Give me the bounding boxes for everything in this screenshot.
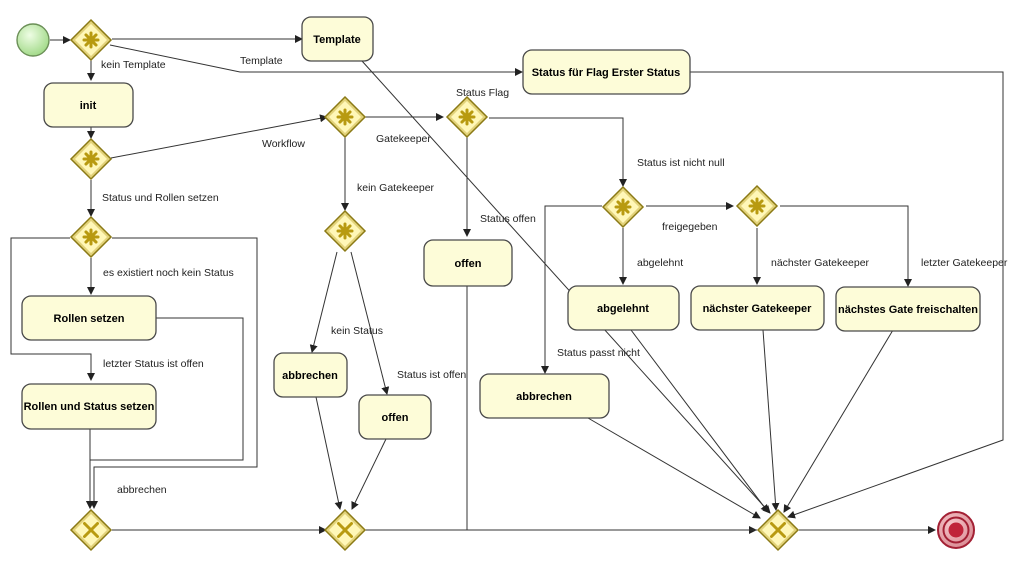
edge [466, 286, 757, 531]
label-status-flag: Status Flag [456, 87, 509, 99]
task-label: Rollen setzen [54, 313, 125, 325]
label-naechster-gatekeeper: nächster Gatekeeper [771, 257, 870, 269]
task-init[interactable]: init [43, 82, 134, 128]
edge [109, 44, 523, 76]
edge [309, 251, 338, 353]
complex-gateway[interactable] [323, 209, 367, 253]
label-gatekeeper: Gatekeeper [376, 133, 431, 145]
task-label: abgelehnt [597, 303, 649, 315]
label-es-existiert: es existiert noch kein Status [103, 267, 234, 279]
task-status-flag-erster-status[interactable]: Status für Flag Erster Status [522, 49, 691, 95]
label-status-offen: Status offen [480, 213, 536, 225]
task-label: abbrechen [282, 370, 338, 382]
label-status-rollen-setzen: Status und Rollen setzen [102, 192, 219, 204]
end-event[interactable] [937, 511, 975, 549]
task-rollen-setzen[interactable]: Rollen setzen [21, 295, 157, 341]
edge [541, 205, 602, 374]
label-status-ist-offen: Status ist offen [397, 369, 466, 381]
task-offen-mid[interactable]: offen [358, 394, 432, 440]
label-letzter-gatekeeper: letzter Gatekeeper [921, 257, 1008, 269]
task-label: offen [382, 412, 409, 424]
edges [10, 35, 1004, 534]
exclusive-gateway[interactable] [69, 508, 113, 552]
edge [110, 114, 328, 159]
label-kein-template: kein Template [101, 59, 166, 71]
label-workflow: Workflow [262, 138, 305, 150]
edge [762, 329, 780, 511]
task-abbrechen-right[interactable]: abbrechen [479, 373, 610, 419]
task-label: nächster Gatekeeper [703, 303, 813, 315]
exclusive-gateway[interactable] [756, 508, 800, 552]
label-abbrechen: abbrechen [117, 484, 167, 496]
edge [783, 329, 894, 513]
complex-gateway[interactable] [69, 137, 113, 181]
label-template: Template [240, 55, 283, 67]
task-label: Status für Flag Erster Status [532, 67, 681, 79]
task-offen-status[interactable]: offen [423, 239, 513, 287]
label-letzter-status-offen: letzter Status ist offen [103, 358, 204, 370]
exclusive-gateways [69, 508, 800, 552]
complex-gateway[interactable] [601, 185, 645, 229]
task-rollen-und-status-setzen[interactable]: Rollen und Status setzen [21, 383, 157, 430]
label-kein-gatekeeper: kein Gatekeeper [357, 182, 435, 194]
label-kein-status: kein Status [331, 325, 383, 337]
edge [350, 251, 390, 395]
complex-gateway[interactable] [323, 95, 367, 139]
edge [587, 417, 761, 519]
label-status-nicht-null: Status ist nicht null [637, 157, 725, 169]
complex-gateway[interactable] [69, 18, 113, 62]
task-label: Template [313, 34, 360, 46]
complex-gateway[interactable] [69, 215, 113, 259]
edge-labels: kein Template Template Workflow Gatekeep… [101, 55, 1008, 496]
task-label: Rollen und Status setzen [24, 401, 155, 413]
task-abgelehnt[interactable]: abgelehnt [567, 285, 680, 331]
label-status-passt-nicht: Status passt nicht [557, 347, 640, 359]
start-event[interactable] [16, 23, 50, 57]
edge [361, 60, 771, 514]
edge [489, 117, 627, 187]
edge [690, 71, 1004, 519]
task-template[interactable]: Template [301, 16, 374, 62]
edge [630, 329, 769, 513]
complex-gateway[interactable] [445, 95, 489, 139]
task-label: offen [455, 258, 482, 270]
label-freigegeben: freigegeben [662, 221, 718, 233]
edge [10, 237, 95, 381]
edge [351, 438, 387, 510]
task-naechster-gatekeeper[interactable]: nächster Gatekeeper [690, 285, 825, 331]
task-abbrechen-mid[interactable]: abbrechen [273, 352, 348, 398]
label-abgelehnt: abgelehnt [637, 257, 683, 269]
exclusive-gateway[interactable] [323, 508, 367, 552]
task-label: init [80, 100, 97, 112]
complex-gateway[interactable] [735, 184, 779, 228]
complex-gateways [69, 18, 779, 259]
task-naechstes-gate-freischalten[interactable]: nächstes Gate freischalten [835, 286, 981, 332]
edge [315, 396, 343, 510]
task-label: abbrechen [516, 391, 572, 403]
task-label: nächstes Gate freischalten [838, 304, 978, 316]
edge [90, 237, 258, 509]
edge [780, 205, 912, 287]
